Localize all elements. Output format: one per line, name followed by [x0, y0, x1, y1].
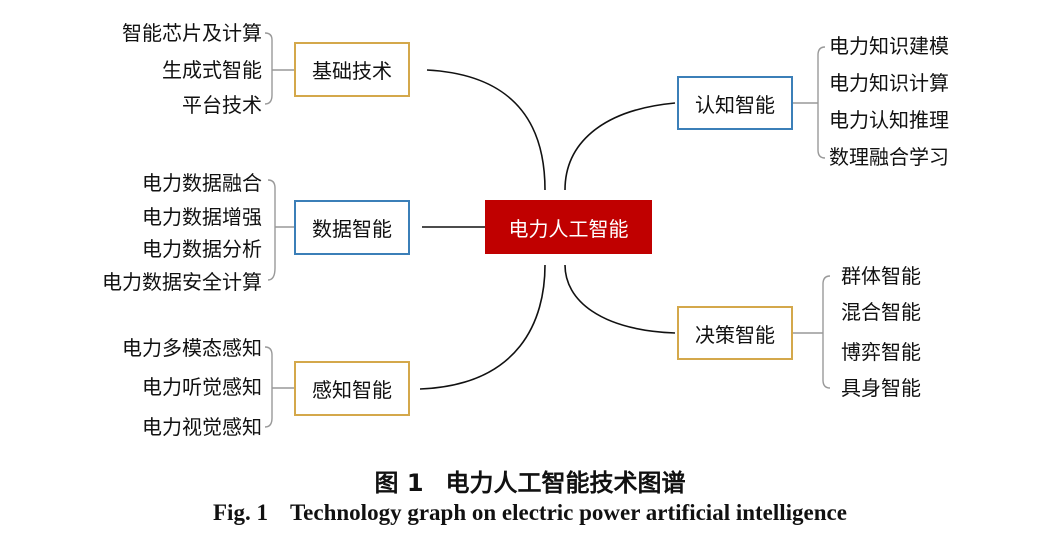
leaf-cognitive-intel: 电力知识建模: [829, 34, 949, 58]
branch-data-intel: 数据智能: [294, 200, 410, 255]
bracket-data-intel: [267, 179, 294, 281]
leaf-data-intel: 电力数据分析: [142, 237, 262, 261]
connector-cognitive-intel: [564, 102, 676, 191]
center-node: 电力人工智能: [485, 200, 652, 254]
leaf-decision-intel: 博弈智能: [841, 340, 921, 364]
figure-title-cn: 电力人工智能技术图谱: [445, 469, 686, 497]
leaf-data-intel: 电力数据增强: [142, 205, 262, 229]
figure-number-cn: 图 1: [374, 469, 424, 497]
leaf-cognitive-intel: 电力知识计算: [829, 71, 949, 95]
connector-lines: [264, 32, 831, 428]
leaf-basic-tech: 生成式智能: [162, 58, 262, 82]
bracket-perception-intel: [264, 346, 294, 428]
connector-decision-intel: [564, 264, 676, 334]
leaf-cognitive-intel: 数理融合学习: [829, 145, 949, 169]
figure-caption-chinese: 图 1 电力人工智能技术图谱: [0, 463, 1060, 498]
figure-caption-english: Fig. 1 Technology graph on electric power…: [0, 500, 1060, 526]
branch-cognitive-intel: 认知智能: [677, 76, 793, 130]
figure-number-en: Fig. 1: [213, 500, 268, 525]
bracket-decision-intel: [792, 275, 831, 389]
branch-basic-tech: 基础技术: [294, 42, 410, 97]
connector-basic-tech: [426, 69, 546, 191]
leaf-data-intel: 电力数据融合: [142, 171, 262, 195]
connector-perception-intel: [419, 264, 546, 390]
leaf-decision-intel: 具身智能: [841, 376, 921, 400]
leaf-cognitive-intel: 电力认知推理: [829, 108, 949, 132]
leaf-basic-tech: 平台技术: [182, 93, 262, 117]
branch-decision-intel: 决策智能: [677, 306, 793, 360]
leaf-perception-intel: 电力多模态感知: [122, 336, 262, 360]
figure-title-en: Technology graph on electric power artif…: [289, 500, 847, 525]
leaf-perception-intel: 电力视觉感知: [142, 415, 262, 439]
leaf-data-intel: 电力数据安全计算: [102, 270, 262, 294]
leaf-basic-tech: 智能芯片及计算: [122, 21, 262, 45]
leaf-decision-intel: 混合智能: [841, 300, 921, 324]
leaf-decision-intel: 群体智能: [841, 264, 921, 288]
bracket-cognitive-intel: [792, 46, 826, 159]
bracket-basic-tech: [264, 32, 294, 105]
leaf-perception-intel: 电力听觉感知: [142, 375, 262, 399]
branch-perception-intel: 感知智能: [294, 361, 410, 416]
